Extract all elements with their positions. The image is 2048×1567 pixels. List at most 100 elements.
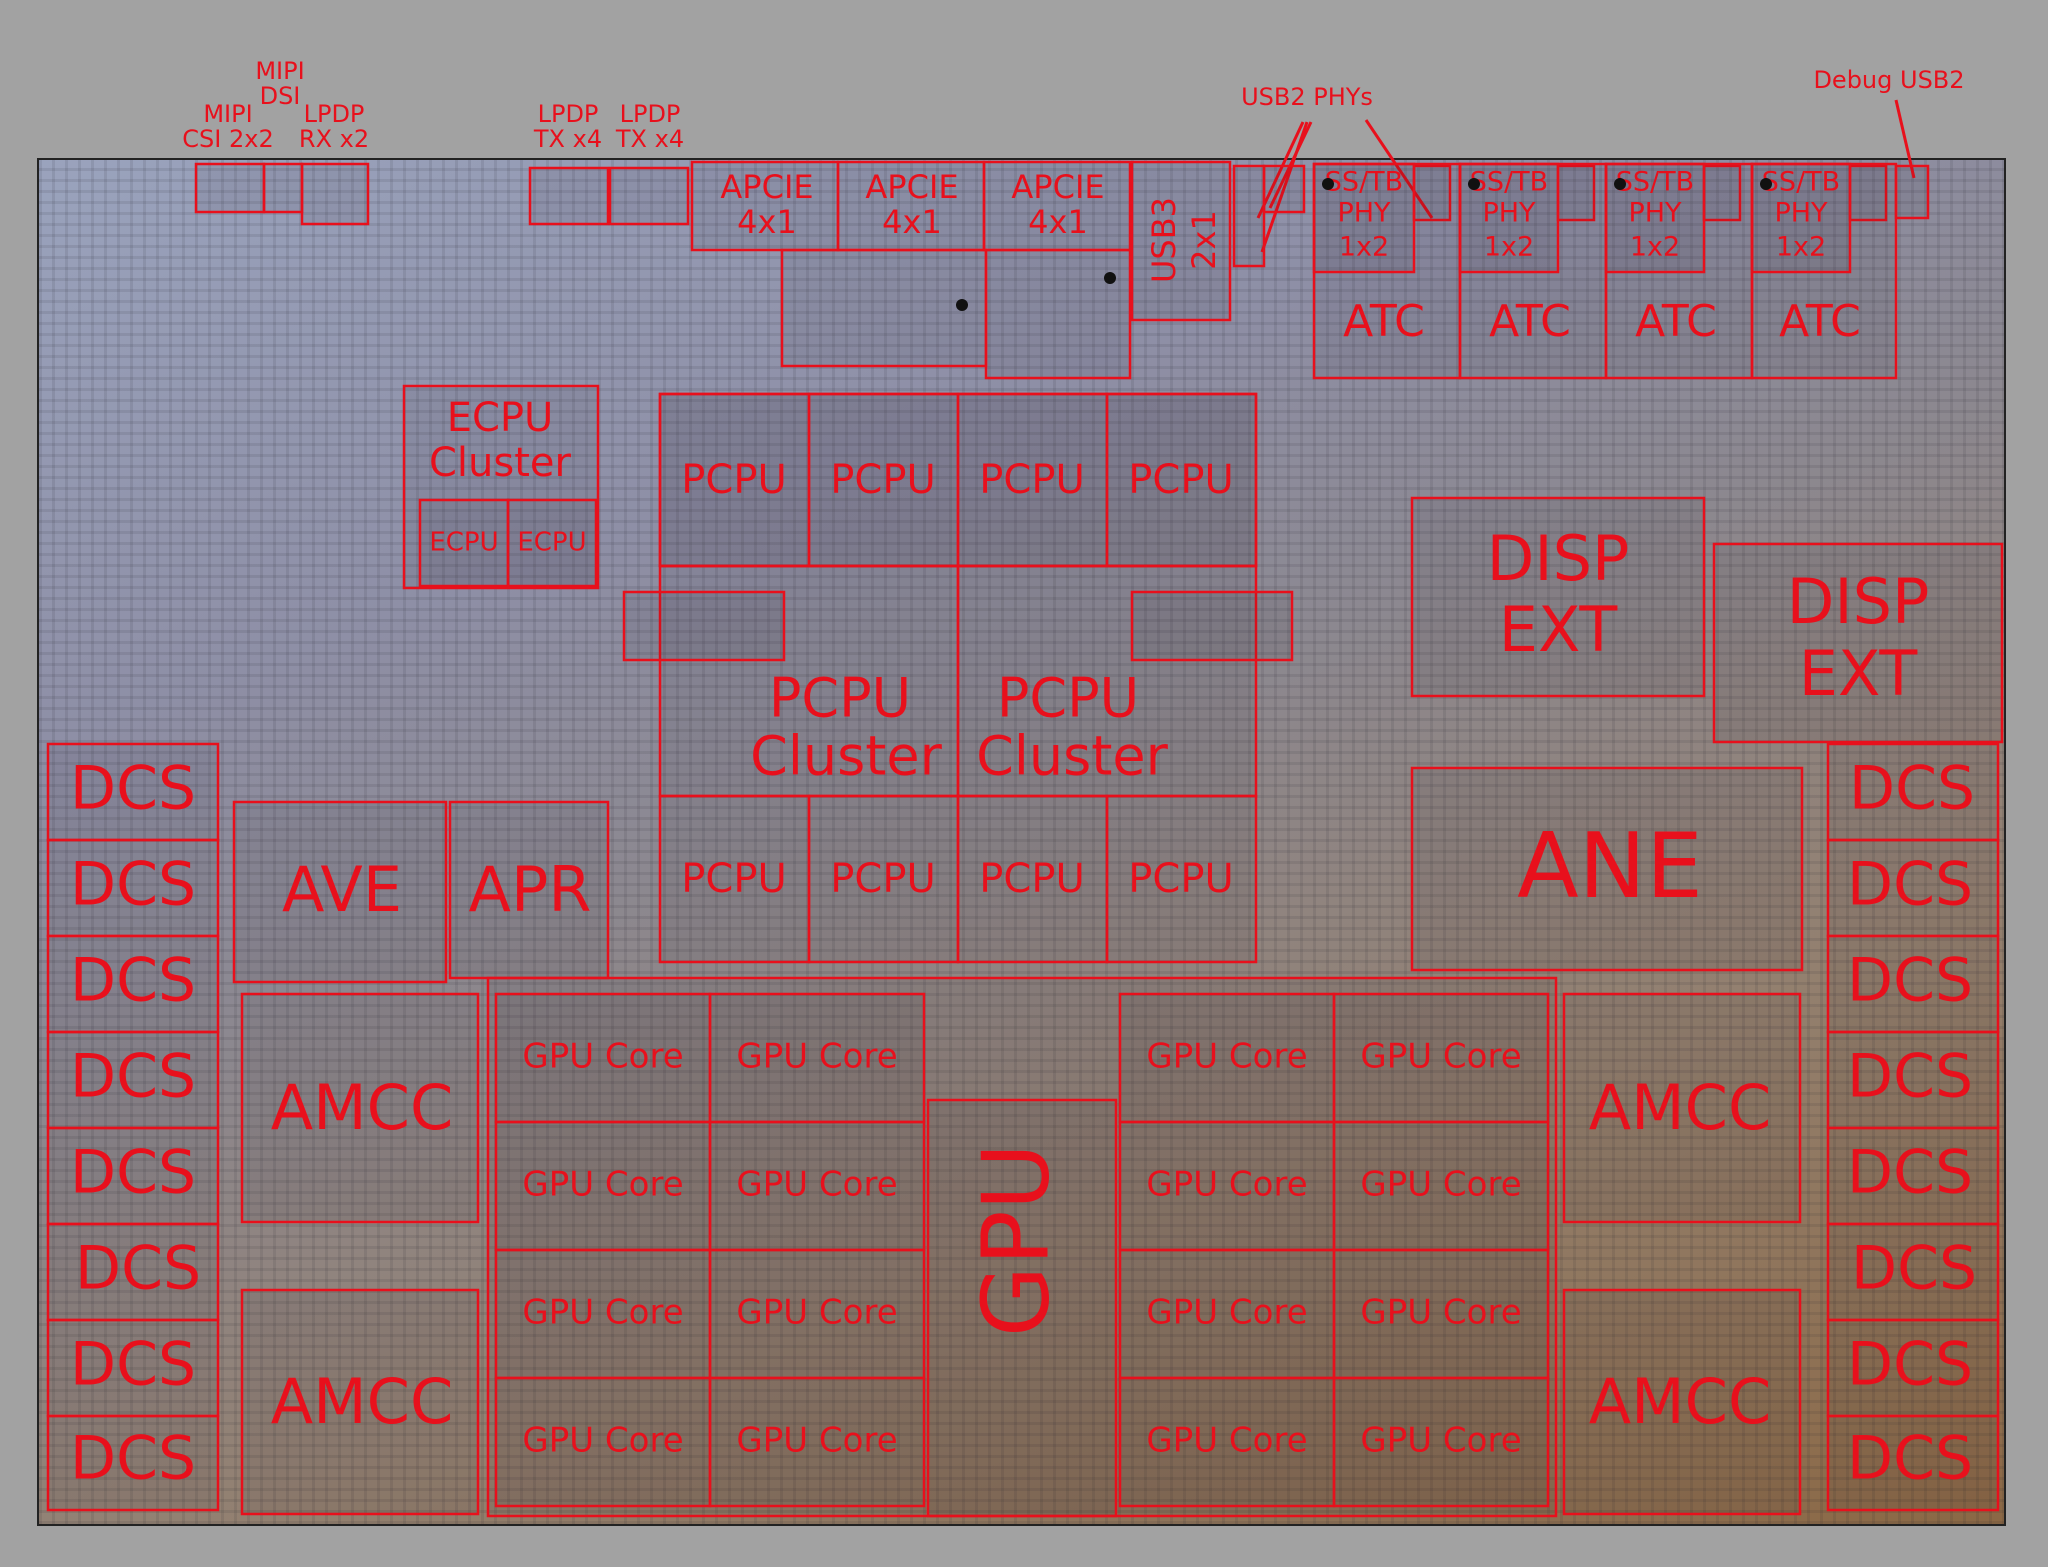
lpdp-tx-2-label-2: TX x4 (615, 125, 684, 153)
gpu-outline (486, 976, 1558, 1518)
dcs-left-5 (46, 1126, 220, 1226)
lpdp-rx-block (300, 162, 370, 226)
disp-ext-block-1: DISP EXT (1410, 496, 1706, 698)
lpdp-tx-1-label-1: LPDP (538, 100, 599, 128)
usb2-phys-annotation: USB2 PHYs (1241, 83, 1373, 111)
atc-2-label: ATC (1489, 296, 1571, 347)
debug-usb2-annotation: Debug USB2 (1813, 66, 1964, 94)
gpu-core-l8 (708, 1376, 926, 1508)
dcs-right-7-label: DCS (1847, 1330, 1973, 1400)
ss-tb-phy-2-label-1: SS/TB (1470, 167, 1548, 198)
disp-ext-1-label-1: DISP (1487, 522, 1630, 595)
apr-block: APR (448, 800, 610, 980)
gpu-core-r4-label: GPU Core (1360, 1165, 1521, 1205)
amcc-block-4: AMCC (1562, 1288, 1802, 1516)
usb3-label-1: USB3 (1145, 197, 1183, 283)
mipi-dsi-annotation: MIPI DSI (255, 57, 304, 110)
usb2-phy-block-3 (1412, 164, 1452, 222)
usb2-phy-block-6 (1848, 164, 1888, 222)
dcs-right-5-label: DCS (1847, 1138, 1973, 1208)
lpdp-rx-annotation: LPDP RX x2 (299, 100, 369, 153)
dcs-right-4 (1826, 1030, 2000, 1130)
usb2-leader-line-4 (1364, 119, 1434, 219)
lpdp-rx-label-2: RX x2 (299, 125, 369, 153)
gpu-core-r4 (1332, 1120, 1550, 1252)
apcie-1-label-2: 4x1 (737, 203, 797, 241)
pcpu-8-label: PCPU (1128, 856, 1233, 902)
pcpu-cache-block-right (1130, 590, 1294, 662)
ave-block: AVE (232, 800, 448, 984)
usb2-phy-block-1 (1232, 164, 1266, 268)
lpdp-tx-block-1 (528, 166, 610, 226)
disp-ext-block-2: DISP EXT (1712, 542, 2004, 744)
atc-4-label: ATC (1779, 296, 1861, 347)
dcs-right-3-label: DCS (1847, 946, 1973, 1016)
ecpu-core-2 (506, 498, 598, 588)
apr-label: APR (469, 853, 592, 926)
apcie-block-2: APCIE 4x1 (836, 160, 986, 252)
ss-tb-phy-2-label-2: PHY (1482, 198, 1536, 229)
dcs-right-6-label: DCS (1851, 1234, 1977, 1304)
disp-ext-2-label-2: EXT (1799, 637, 1919, 710)
ss-tb-phy-2-label-3: 1x2 (1484, 232, 1534, 263)
gpu-core-r6 (1332, 1248, 1550, 1380)
lpdp-tx-annotation-1: LPDP TX x4 (533, 100, 602, 153)
amcc-block-1: AMCC (240, 992, 480, 1224)
gpu-core-r3-label: GPU Core (1146, 1165, 1307, 1205)
gpu-core-l1 (494, 992, 712, 1124)
pcpu-cluster-1-label-2: Cluster (750, 725, 942, 788)
apcie-2-label-1: APCIE (865, 168, 958, 206)
dcs-right-1 (1826, 742, 2000, 842)
atc-group-3: SS/TB PHY 1x2 ATC (1604, 162, 1754, 380)
amcc-block-3: AMCC (1562, 992, 1802, 1224)
ss-tb-phy-1-label-3: 1x2 (1339, 232, 1389, 263)
gpu-core-r7 (1118, 1376, 1336, 1508)
pcpu-3-label: PCPU (979, 457, 1084, 503)
amcc-2-label: AMCC (271, 1365, 454, 1438)
gpu-core-l1-label: GPU Core (522, 1037, 683, 1077)
gpu-core-l3-label: GPU Core (522, 1165, 683, 1205)
pcpu-core-7 (956, 794, 1109, 964)
dcs-right-1-label: DCS (1849, 754, 1975, 824)
dcs-column-left: DCS DCS DCS DCS DCS DCS DCS DCS (46, 742, 220, 1512)
ss-tb-phy-4-label-3: 1x2 (1776, 232, 1826, 263)
contact-dot (1322, 178, 1334, 190)
gpu-core-l6-label: GPU Core (736, 1293, 897, 1333)
mipi-csi-label-1: MIPI (203, 100, 252, 128)
usb2-leader-line-1 (1256, 121, 1305, 219)
lpdp-tx-block-2 (608, 166, 690, 226)
gpu-core-r5-label: GPU Core (1146, 1293, 1307, 1333)
atc-group-2: SS/TB PHY 1x2 ATC (1458, 162, 1608, 380)
lpdp-rx-label-1: LPDP (304, 100, 365, 128)
die-photo (37, 158, 2006, 1526)
mipi-csi-block (194, 162, 266, 214)
amcc-3-label: AMCC (1589, 1071, 1772, 1144)
dcs-left-2-label: DCS (70, 850, 196, 920)
dcs-right-4-label: DCS (1847, 1042, 1973, 1112)
dcs-left-1-label: DCS (70, 754, 196, 824)
ecpu-cluster-label-2: Cluster (429, 440, 572, 486)
mipi-dsi-label-1: MIPI (255, 57, 304, 85)
pcpu-cluster-1-label-1: PCPU (769, 667, 911, 730)
gpu-core-l7-label: GPU Core (522, 1421, 683, 1461)
mipi-dsi-block (262, 162, 304, 214)
dcs-left-6-label: DCS (75, 1234, 201, 1304)
gpu-core-r2-label: GPU Core (1360, 1037, 1521, 1077)
pcpu-2-label: PCPU (830, 457, 935, 503)
amcc-1-label: AMCC (271, 1071, 454, 1144)
atc-1-label: ATC (1343, 296, 1425, 347)
mipi-csi-label-2: CSI 2x2 (182, 125, 273, 153)
dcs-right-6 (1826, 1222, 2000, 1322)
apcie-sub-block-1 (780, 248, 988, 368)
pcpu-core-6 (807, 794, 960, 964)
pcpu-5-label: PCPU (681, 856, 786, 902)
dcs-right-3 (1826, 934, 2000, 1034)
gpu-core-r8 (1332, 1376, 1550, 1508)
debug-usb2-block (1894, 164, 1930, 220)
pcpu-cluster-2-label-1: PCPU (997, 667, 1139, 730)
gpu-core-l8-label: GPU Core (736, 1421, 897, 1461)
ss-tb-phy-4-label-1: SS/TB (1762, 167, 1840, 198)
gpu-core-l2-label: GPU Core (736, 1037, 897, 1077)
pcpu-7-label: PCPU (979, 856, 1084, 902)
gpu-core-r7-label: GPU Core (1146, 1421, 1307, 1461)
